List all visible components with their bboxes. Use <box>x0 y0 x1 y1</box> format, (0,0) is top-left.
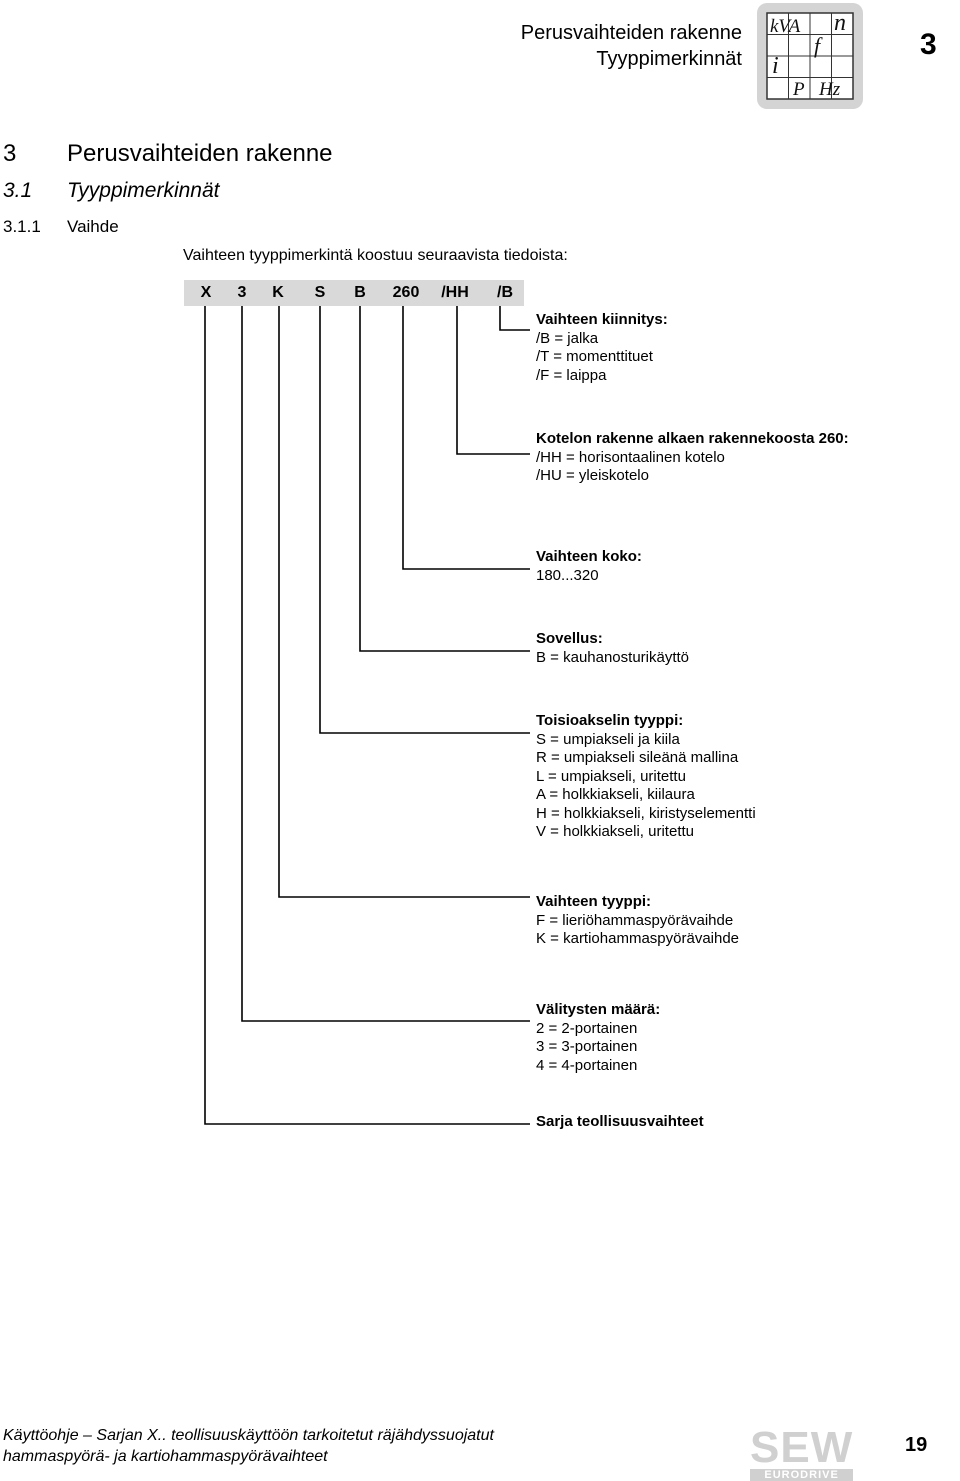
code-part-b: B <box>354 284 366 301</box>
sew-logo-text: SEW <box>750 1423 854 1472</box>
logo-cell-f: f <box>814 33 823 58</box>
heading-2-text: Tyyppimerkinnät <box>67 179 220 202</box>
heading-1-text: Perusvaihteiden rakenne <box>67 140 333 167</box>
heading-1: 3 Perusvaihteiden rakenne <box>3 140 333 168</box>
page-number: 19 <box>905 1434 928 1456</box>
code-part-b-mount: /B <box>497 284 513 301</box>
code-part-s: S <box>314 284 326 301</box>
logo-cell-p: P <box>792 79 805 100</box>
connector-size <box>402 306 530 570</box>
block-mounting: Vaihteen kiinnitys: /B = jalka /T = mome… <box>536 311 668 385</box>
block-output-shaft-title: Toisioakselin tyyppi: <box>536 712 684 729</box>
block-size-line: 180...320 <box>536 566 599 584</box>
block-housing-title: Kotelon rakenne alkaen rakennekoosta 260… <box>536 430 849 447</box>
block-application-title: Sovellus: <box>536 630 603 647</box>
heading-2-number: 3.1 <box>3 179 33 202</box>
block-application: Sovellus: B = kauhanosturikäyttö <box>536 630 689 667</box>
block-gear-type-title: Vaihteen tyyppi: <box>536 893 652 910</box>
block-housing: Kotelon rakenne alkaen rakennekoosta 260… <box>536 430 866 486</box>
connector-series <box>204 306 530 1125</box>
code-part-260: 260 <box>392 284 420 301</box>
logo-cell-i: i <box>772 53 779 79</box>
footer-text: Käyttöohje – Sarjan X.. teollisuuskäyttö… <box>3 1425 494 1467</box>
block-output-shaft-line: V = holkkiakseli, uritettu <box>536 823 694 840</box>
connector-stages <box>241 306 530 1022</box>
block-housing-line: /HH = horisontaalinen kotelo <box>536 448 725 466</box>
footer-line-2: hammaspyörä- ja kartiohammaspyörävaihtee… <box>3 1448 328 1465</box>
block-gear-type-line: K = kartiohammaspyörävaihde <box>536 930 740 947</box>
logo-cell-n: n <box>834 10 846 36</box>
connector-housing <box>456 306 530 455</box>
block-output-shaft-line: S = umpiakseli ja kiila <box>536 730 680 748</box>
block-output-shaft-line: A = holkkiakseli, kiilaura <box>536 786 695 803</box>
code-part-hh: /HH <box>441 284 469 301</box>
logo-cell-kva: kVA <box>770 16 801 37</box>
code-part-k: K <box>272 284 284 301</box>
footer-line-1: Käyttöohje – Sarjan X.. teollisuuskäyttö… <box>3 1427 494 1444</box>
block-housing-line: /HU = yleiskotelo <box>536 467 649 484</box>
logo-cell-hz: Hz <box>818 79 841 100</box>
connector-application <box>359 306 530 652</box>
sew-eurodrive-logo: SEW EURODRIVE <box>750 1423 854 1481</box>
code-part-x: X <box>200 284 212 301</box>
block-size: Vaihteen koko: 180...320 <box>536 548 642 585</box>
block-stages: Välitysten määrä: 2 = 2-portainen 3 = 3-… <box>536 1001 660 1075</box>
block-series: Sarja teollisuusvaihteet <box>536 1113 704 1132</box>
block-gear-type: Vaihteen tyyppi: F = lieriöhammaspyöräva… <box>536 893 739 949</box>
block-output-shaft-line: R = umpiakseli sileänä mallina <box>536 749 739 766</box>
block-mounting-line: /F = laippa <box>536 366 607 384</box>
connector-output-shaft <box>319 306 530 734</box>
connector-mounting <box>499 306 530 331</box>
chapter-number: 3 <box>920 28 937 61</box>
heading-3-text: Vaihde <box>67 217 119 236</box>
header-title: Perusvaihteiden rakenne <box>520 22 742 44</box>
units-logo: kVA n f i P Hz <box>757 3 863 109</box>
block-stages-line: 4 = 4-portainen <box>536 1056 638 1074</box>
heading-3-number: 3.1.1 <box>3 217 41 236</box>
block-mounting-title: Vaihteen kiinnitys: <box>536 311 668 328</box>
units-grid-icon: kVA n f i P Hz <box>766 10 854 100</box>
block-series-title: Sarja teollisuusvaihteet <box>536 1113 704 1130</box>
block-stages-line: 3 = 3-portainen <box>536 1038 638 1055</box>
block-mounting-line: /B = jalka <box>536 329 599 347</box>
heading-2: 3.1 Tyyppimerkinnät <box>3 179 220 203</box>
header-subtitle: Tyyppimerkinnät <box>596 48 742 70</box>
heading-3: 3.1.1 Vaihde <box>3 217 119 237</box>
block-mounting-line: /T = momenttituet <box>536 348 653 365</box>
code-part-3: 3 <box>237 284 247 301</box>
eurodrive-logo-text: EURODRIVE <box>750 1469 854 1481</box>
block-stages-line: 2 = 2-portainen <box>536 1019 638 1037</box>
block-size-title: Vaihteen koko: <box>536 548 642 565</box>
block-gear-type-line: F = lieriöhammaspyörävaihde <box>536 911 734 929</box>
block-stages-title: Välitysten määrä: <box>536 1001 661 1018</box>
block-output-shaft: Toisioakselin tyyppi: S = umpiakseli ja … <box>536 712 756 842</box>
block-output-shaft-line: H = holkkiakseli, kiristyselementti <box>536 804 756 822</box>
type-code-bar: X 3 K S B 260 /HH /B <box>184 280 524 306</box>
connector-gear-type <box>278 306 530 898</box>
heading-1-number: 3 <box>3 140 17 167</box>
block-application-line: B = kauhanosturikäyttö <box>536 648 690 666</box>
intro-text: Vaihteen tyyppimerkintä koostuu seuraavi… <box>183 247 568 264</box>
block-output-shaft-line: L = umpiakseli, uritettu <box>536 767 686 785</box>
